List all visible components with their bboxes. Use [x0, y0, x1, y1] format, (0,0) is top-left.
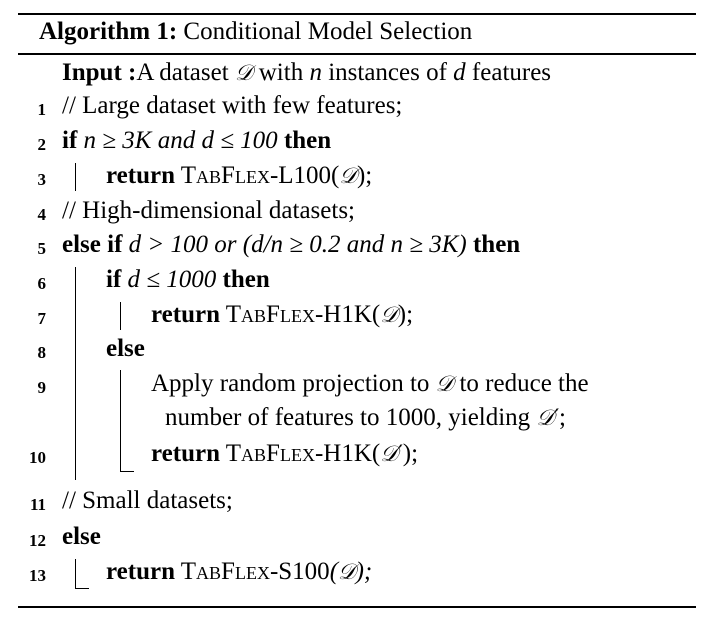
line-number: 4	[37, 205, 47, 224]
if-keyword: if	[62, 127, 78, 154]
condition: n ≥ 3K)	[384, 231, 467, 258]
d-symbol: d	[453, 59, 466, 86]
block-bar	[120, 370, 121, 472]
model-name: TabFlex	[219, 440, 315, 467]
dataset-symbol: 𝒟	[380, 303, 398, 328]
line-number: 11	[29, 495, 46, 514]
input-text: features	[465, 59, 552, 86]
punctuation: );	[356, 162, 373, 189]
return-keyword: return	[106, 162, 175, 189]
then-keyword: then	[216, 266, 270, 293]
comment-line: // High-dimensional datasets;	[62, 197, 356, 224]
line-number: 3	[37, 170, 47, 189]
line-number: 2	[37, 135, 47, 154]
else-if-line: else if d > 100 or (d/n ≥ 0.2 and n ≥ 3K…	[62, 230, 520, 260]
line-number: 10	[29, 448, 46, 467]
algorithm-caption: Algorithm 1: Conditional Model Selection	[39, 18, 472, 46]
statement-text: to reduce the	[453, 370, 589, 397]
dataset-prime-symbol: 𝒟′	[536, 406, 559, 431]
condition: d > 100	[122, 231, 215, 258]
dataset-symbol: 𝒟	[338, 560, 356, 585]
then-keyword: then	[277, 127, 332, 154]
input-text: A dataset	[136, 59, 235, 86]
return-line: return TabFlex-L100(𝒟);	[106, 161, 372, 192]
block-end-hook	[75, 588, 89, 589]
condition: d ≤ 100	[201, 127, 278, 154]
condition: (d/n ≥ 0.2	[236, 231, 347, 258]
condition: n ≥ 3	[77, 127, 135, 154]
statement-text: number of features to 1000, yielding	[165, 404, 537, 431]
line-number: 7	[37, 309, 47, 328]
block-bar	[75, 163, 76, 191]
block-bar	[120, 302, 121, 330]
input-keyword: Input :	[62, 59, 137, 86]
line-number: 13	[29, 566, 46, 585]
then-keyword: then	[466, 231, 521, 258]
or-keyword: or	[214, 231, 237, 258]
dataset-symbol: 𝒟	[339, 164, 357, 189]
comment-line: // Large dataset with few features;	[62, 92, 403, 119]
line-number: 9	[37, 378, 47, 397]
line-number: 5	[37, 239, 47, 258]
and-keyword: and	[346, 231, 385, 258]
algorithm-title: Conditional Model Selection	[183, 18, 473, 45]
punctuation: );	[402, 440, 419, 467]
else-if-keyword: else if	[62, 231, 123, 258]
n-symbol: n	[309, 59, 322, 86]
model-name: -H1K(	[314, 440, 381, 467]
block-bar	[75, 267, 76, 480]
punctuation: ;	[559, 404, 566, 431]
input-text: instances of	[321, 59, 454, 86]
model-name: TabFlex	[174, 162, 270, 189]
model-name: TabFlex	[174, 558, 270, 585]
statement-line: Apply random projection to 𝒟 to reduce t…	[151, 369, 589, 400]
else-keyword: else	[106, 335, 145, 362]
dataset-symbol: 𝒟	[435, 372, 454, 397]
statement-line: number of features to 1000, yielding 𝒟′;	[165, 403, 566, 434]
if-line: if d ≤ 1000 then	[106, 265, 270, 295]
return-keyword: return	[151, 440, 220, 467]
comment-line: // Small datasets;	[62, 487, 233, 514]
model-name: -L100(	[269, 162, 340, 189]
return-line: return TabFlex-S100(𝒟);	[106, 557, 372, 588]
header-rule	[18, 53, 696, 55]
condition: d ≤ 1000	[121, 266, 217, 293]
if-line: if n ≥ 3K and d ≤ 100 then	[62, 126, 331, 156]
statement-text: Apply random projection to	[151, 370, 436, 397]
dataset-symbol: 𝒟	[234, 61, 253, 86]
return-line: return TabFlex-H1K(𝒟′);	[151, 439, 418, 470]
model-name: TabFlex	[219, 301, 315, 328]
input-line: Input :A dataset 𝒟 with n instances of d…	[62, 58, 551, 89]
return-keyword: return	[151, 301, 220, 328]
dataset-prime-symbol: 𝒟′	[380, 442, 403, 467]
and-keyword: and	[151, 127, 202, 154]
else-keyword: else	[62, 523, 101, 550]
block-end-hook	[120, 471, 134, 472]
bottom-rule	[18, 606, 696, 608]
model-name: -H1K(	[314, 301, 381, 328]
punctuation: );	[355, 558, 373, 585]
line-number: 1	[37, 100, 47, 119]
return-line: return TabFlex-H1K(𝒟);	[151, 300, 413, 331]
algorithm-label: Algorithm 1:	[39, 18, 178, 45]
line-number: 12	[29, 531, 46, 550]
condition: K	[134, 127, 152, 154]
model-name: -S100	[269, 558, 330, 585]
punctuation: (	[329, 558, 339, 585]
line-number: 6	[37, 274, 47, 293]
return-keyword: return	[106, 558, 175, 585]
input-text: with	[252, 59, 310, 86]
block-bar	[75, 559, 76, 589]
top-rule	[18, 13, 696, 15]
punctuation: );	[397, 301, 414, 328]
if-keyword: if	[106, 266, 122, 293]
line-number: 8	[37, 343, 47, 362]
